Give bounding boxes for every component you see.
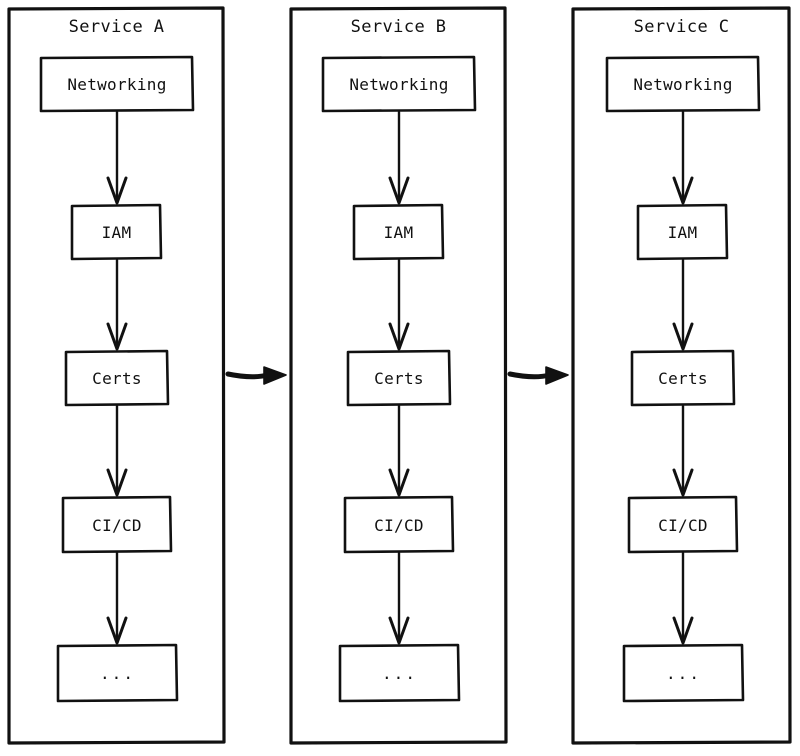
node-box-a-iam[interactable] — [70, 203, 163, 261]
arrow-service-b-to-service-c — [507, 366, 569, 385]
node-box-a-certs[interactable] — [64, 349, 170, 407]
arrow-a-networking-to-iam — [106, 110, 128, 205]
node-box-c-more[interactable] — [622, 643, 745, 703]
arrow-c-cicd-to-more — [672, 551, 694, 645]
node-box-a-cicd[interactable] — [61, 495, 173, 554]
node-box-b-iam[interactable] — [352, 203, 445, 261]
arrow-a-certs-to-cicd — [106, 404, 128, 497]
node-box-a-more[interactable] — [56, 643, 179, 703]
node-box-c-cicd[interactable] — [627, 495, 739, 554]
node-box-b-more[interactable] — [338, 643, 461, 703]
node-box-b-certs[interactable] — [346, 349, 452, 407]
node-box-b-cicd[interactable] — [343, 495, 455, 554]
arrow-b-certs-to-cicd — [388, 404, 410, 497]
node-box-c-networking[interactable] — [605, 55, 761, 113]
arrow-b-networking-to-iam — [388, 110, 410, 205]
arrow-b-iam-to-certs — [388, 258, 410, 351]
node-box-c-iam[interactable] — [636, 203, 729, 261]
arrow-c-certs-to-cicd — [672, 404, 694, 497]
arrow-b-cicd-to-more — [388, 551, 410, 645]
node-box-c-certs[interactable] — [630, 349, 736, 407]
arrow-c-networking-to-iam — [672, 110, 694, 205]
arrow-a-cicd-to-more — [106, 551, 128, 645]
arrow-c-iam-to-certs — [672, 258, 694, 351]
arrow-a-iam-to-certs — [106, 258, 128, 351]
node-box-b-networking[interactable] — [321, 55, 477, 113]
arrow-service-a-to-service-b — [225, 366, 287, 385]
node-box-a-networking[interactable] — [39, 55, 195, 113]
